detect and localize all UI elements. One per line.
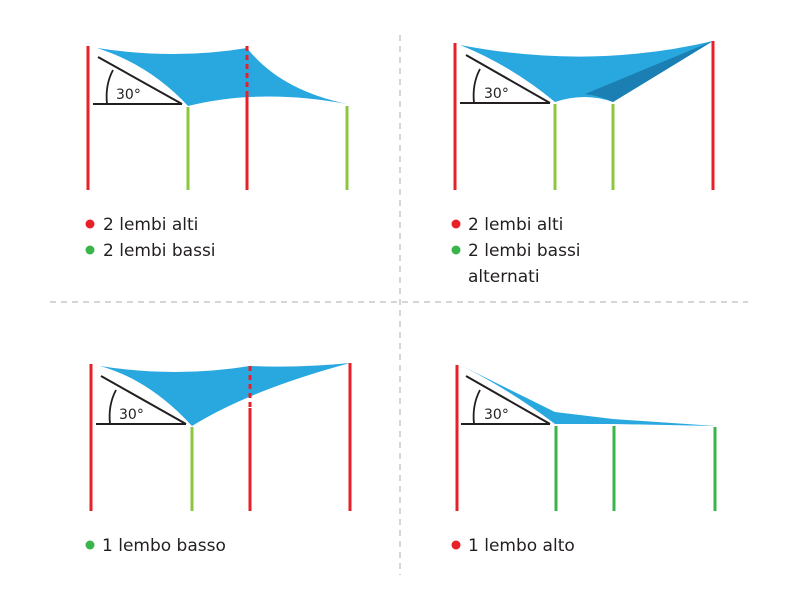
legend-label: 1 lembo basso: [102, 536, 226, 556]
shade-sail-underside: [585, 41, 713, 102]
legend-dot-red: [85, 219, 95, 229]
panel-one-low: 30° 1 lembo basso: [85, 363, 352, 556]
legend-dot-green: [85, 540, 95, 550]
legend-label: 2 lembi bassi: [103, 241, 216, 261]
angle-indicator: 30°: [460, 54, 551, 104]
angle-label: 30°: [484, 407, 509, 423]
angle-label: 30°: [116, 87, 141, 103]
angle-indicator: 30°: [93, 56, 183, 105]
shade-sail: [97, 48, 347, 106]
panel-two-high-two-low: 30° 2 lembi alti 2 lembi bassi: [85, 46, 349, 261]
angle-indicator: 30°: [461, 375, 551, 425]
angle-label: 30°: [484, 86, 509, 102]
legend-dot-red: [451, 219, 461, 229]
legend-dot-red: [451, 540, 461, 550]
angle-indicator: 30°: [96, 375, 187, 425]
panel-two-high-two-low-alternate: 30° 2 lembi alti 2 lembi bassi alternati: [451, 41, 715, 287]
legend-label: 1 lembo alto: [468, 536, 575, 556]
panel-one-high: 30° 1 lembo alto: [451, 365, 717, 556]
legend-dot-green: [85, 245, 95, 255]
legend-label: alternati: [468, 267, 540, 287]
angle-label: 30°: [119, 407, 144, 423]
legend-label: 2 lembi bassi: [468, 241, 581, 261]
legend-label: 2 lembi alti: [103, 215, 198, 235]
shade-sail: [460, 41, 713, 102]
legend-dot-green: [451, 245, 461, 255]
shade-sail: [100, 363, 350, 426]
legend-label: 2 lembi alti: [468, 215, 563, 235]
